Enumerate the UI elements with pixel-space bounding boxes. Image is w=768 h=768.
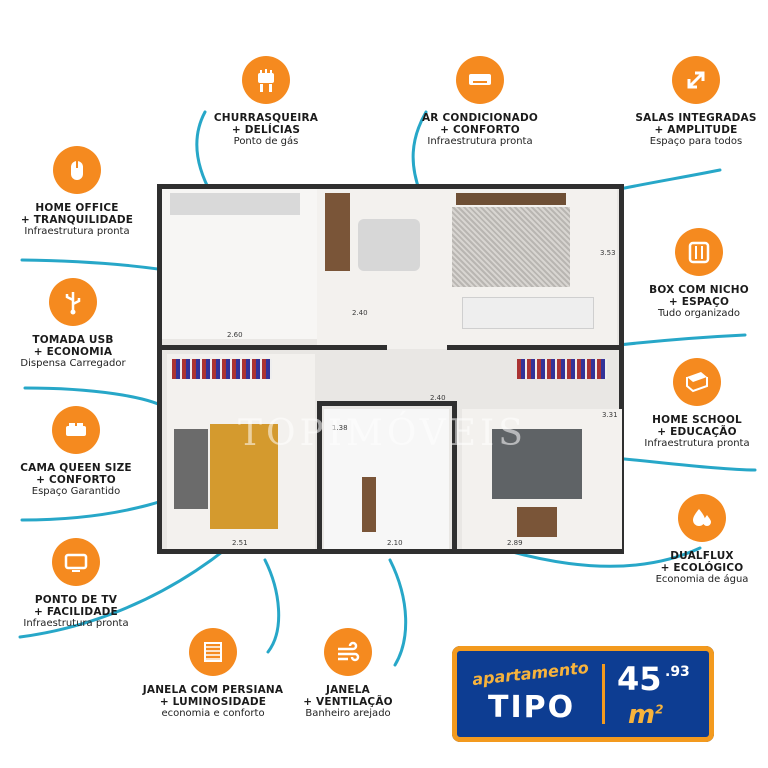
bedroom-2-shelf <box>517 359 607 379</box>
dining-bench <box>325 193 350 271</box>
wall <box>452 404 457 554</box>
dimension-label: 1.38 <box>332 424 348 432</box>
apartment-type-label: TIPO <box>488 690 576 725</box>
dining-table <box>358 219 420 271</box>
feature-home-office: HOME OFFICE + TRANQUILIDADE Infraestrutu… <box>14 146 140 238</box>
desk <box>517 507 557 537</box>
feature-salas-integradas: SALAS INTEGRADAS + AMPLITUDE Espaço para… <box>632 56 760 148</box>
dimension-label: 2.51 <box>232 539 248 547</box>
wall <box>162 345 387 350</box>
bedroom-1-wardrobe <box>174 429 208 509</box>
dimension-label: 3.31 <box>602 411 618 419</box>
feature-home-school: HOME SCHOOL + EDUCAÇÃO Infraestrutura pr… <box>636 358 758 450</box>
expand-arrows-icon <box>672 56 720 104</box>
bathroom-floor <box>324 409 449 549</box>
dimension-label: 2.60 <box>227 331 243 339</box>
dimension-label: 2.40 <box>430 394 446 402</box>
book-icon <box>673 358 721 406</box>
feature-churrasqueira: CHURRASQUEIRA + DELÍCIAS Ponto de gás <box>200 56 332 148</box>
dimension-label: 2.40 <box>352 309 368 317</box>
wall <box>317 401 457 406</box>
badge-separator <box>602 664 605 724</box>
dimension-label: 2.89 <box>507 539 523 547</box>
wall <box>447 345 622 350</box>
dimension-label: 3.53 <box>600 249 616 257</box>
bedroom-2-bed <box>492 429 582 499</box>
feature-cama-queen-size: CAMA QUEEN SIZE + CONFORTO Espaço Garant… <box>14 406 138 498</box>
dimension-label: 2.10 <box>387 539 403 547</box>
bedroom-1-shelf <box>172 359 272 379</box>
grill-icon <box>242 56 290 104</box>
feature-ar-condicionado: AR CONDICIONADO + CONFORTO Infraestrutur… <box>410 56 550 148</box>
bed-icon <box>52 406 100 454</box>
watermark: TOPIMÓVEIS <box>238 413 527 454</box>
living-rug <box>452 207 570 287</box>
apartment-script-label: apartamento <box>471 657 590 690</box>
bath-cabinet <box>362 477 376 532</box>
feature-janela-ventilacao: JANELA + VENTILAÇÃO Banheiro arejado <box>296 628 400 720</box>
feature-dualflux: DUALFLUX + ECOLÓGICO Economia de água <box>643 494 761 586</box>
apartment-type-badge: apartamento TIPO 45 .93 m2 <box>452 646 714 742</box>
floor-plan: 2.60 2.40 3.53 2.40 3.31 2.51 2.10 2.89 … <box>157 184 624 554</box>
sofa <box>462 297 594 329</box>
feature-tomada-usb: TOMADA USB + ECONOMIA Dispensa Carregado… <box>14 278 132 370</box>
tv-icon <box>52 538 100 586</box>
kitchen-counter <box>170 193 300 215</box>
apartment-area: 45 <box>617 660 662 698</box>
shower-box-icon <box>675 228 723 276</box>
mouse-icon <box>53 146 101 194</box>
tv-stand <box>456 193 566 205</box>
feature-janela-persiana: JANELA COM PERSIANA + LUMINOSIDADE econo… <box>140 628 286 720</box>
apartment-area-unit: m2 <box>628 700 664 730</box>
water-drops-icon <box>678 494 726 542</box>
blinds-window-icon <box>189 628 237 676</box>
usb-icon <box>49 278 97 326</box>
wall <box>317 404 322 554</box>
apartment-area-decimal: .93 <box>665 664 690 680</box>
queen-bed <box>210 424 278 529</box>
air-conditioner-icon <box>456 56 504 104</box>
feature-box-com-nicho: BOX COM NICHO + ESPAÇO Tudo organizado <box>643 228 755 320</box>
wind-icon <box>324 628 372 676</box>
feature-ponto-de-tv: PONTO DE TV + FACILIDADE Infraestrutura … <box>10 538 142 630</box>
